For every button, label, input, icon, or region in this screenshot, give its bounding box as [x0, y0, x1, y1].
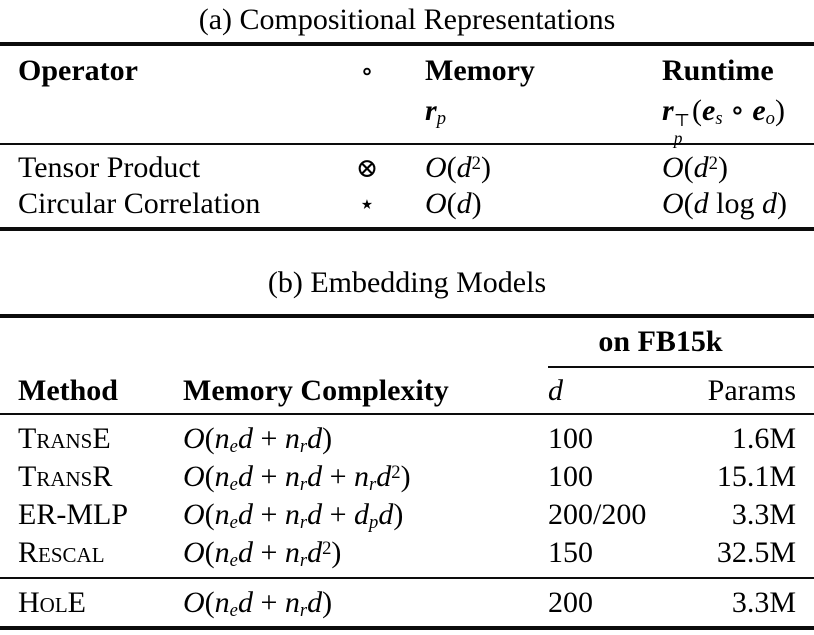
col-header-runtime-label: Runtime: [662, 54, 774, 87]
table-b-header-rule: [0, 413, 814, 415]
table-row: ER-MLP O(ned + nrd + dpd) 200/200 3.3M: [0, 496, 814, 534]
tensor-product-icon: ⊗: [355, 153, 379, 183]
table-a-bottom-rule: [0, 227, 814, 231]
memory-complexity-formula: O(ned + nrd): [183, 422, 333, 458]
table-b-top-rule: [0, 314, 814, 318]
memory-formula: O(d2): [425, 151, 491, 184]
star-operator-icon: ⋆: [358, 189, 376, 219]
col-header-memory: Memory rp: [391, 55, 628, 135]
table-b-caption: (b) Embedding Models: [267, 266, 547, 299]
col-header-runtime: Runtime r⊤p(es ∘ eo): [628, 54, 796, 149]
params-value: 1.6M: [731, 422, 796, 455]
col-header-memory-formula: rp: [425, 94, 446, 130]
table-a-caption: (a) Compositional Representations: [198, 3, 616, 36]
memory-complexity-formula: O(ned + nrd + dpd): [183, 498, 404, 534]
col-header-compose-icon: ∘: [360, 56, 374, 86]
table-row: TransR O(ned + nrd + nrd2) 100 15.1M: [0, 458, 814, 496]
method-cell: Rescal: [18, 536, 105, 569]
table-b-footer-rule: [0, 577, 814, 579]
table-b-group-header-row: on FB15k: [0, 318, 814, 366]
table-b-header-row: Method Memory Complexity d Params: [0, 368, 814, 413]
group-header-on-fb15k: on FB15k: [598, 325, 723, 358]
col-header-runtime-formula: r⊤p(es ∘ eo): [662, 94, 785, 149]
col-header-operator: Operator: [18, 54, 138, 87]
memory-complexity-formula: O(ned + nrd2): [183, 536, 342, 572]
table-a-header-row: Operator ∘ Memory rp Runtime r⊤p(es ∘ eo…: [0, 46, 814, 149]
table-row: Circular Correlation ⋆ O(d) O(d log d): [0, 186, 814, 222]
params-value: 15.1M: [716, 460, 796, 493]
table-b-body: TransE O(ned + nrd) 100 1.6M TransR O(ne…: [0, 415, 814, 577]
table-row: HolE O(ned + nrd) 200 3.3M: [0, 584, 814, 622]
table-a-header-rule: [0, 143, 814, 145]
method-cell: HolE: [18, 586, 86, 619]
col-header-memory-complexity: Memory Complexity: [183, 374, 449, 407]
method-cell: TransR: [18, 460, 113, 493]
runtime-formula: O(d2): [662, 151, 728, 184]
table-b-group-rule: [548, 366, 814, 368]
params-value: 32.5M: [716, 536, 796, 569]
method-cell: TransE: [18, 422, 111, 455]
params-value: 3.3M: [731, 498, 796, 531]
d-value: 200: [548, 586, 593, 619]
memory-complexity-formula: O(ned + nrd + nrd2): [183, 460, 411, 496]
method-cell: ER-MLP: [18, 498, 129, 531]
col-header-params: Params: [707, 374, 796, 407]
table-row: TransE O(ned + nrd) 100 1.6M: [0, 420, 814, 458]
col-header-method: Method: [18, 374, 118, 407]
col-header-d: d: [548, 374, 563, 407]
table-b-bottom-rule: [0, 626, 814, 630]
table-row: Tensor Product ⊗ O(d2) O(d2): [0, 150, 814, 186]
table-a-top-rule: [0, 42, 814, 46]
operator-cell: Circular Correlation: [18, 187, 261, 220]
memory-formula: O(d): [425, 187, 482, 220]
table-a-body: Tensor Product ⊗ O(d2) O(d2) Circular Co…: [0, 145, 814, 227]
d-value: 150: [548, 536, 593, 569]
operator-cell: Tensor Product: [18, 151, 201, 184]
memory-complexity-formula: O(ned + nrd): [183, 586, 333, 622]
d-value: 200/200: [548, 498, 647, 531]
d-value: 100: [548, 422, 593, 455]
d-value: 100: [548, 460, 593, 493]
table-b-footer: HolE O(ned + nrd) 200 3.3M: [0, 579, 814, 626]
runtime-formula: O(d log d): [662, 187, 788, 220]
col-header-memory-label: Memory: [425, 54, 535, 87]
params-value: 3.3M: [731, 586, 796, 619]
table-row: Rescal O(ned + nrd2) 150 32.5M: [0, 534, 814, 572]
